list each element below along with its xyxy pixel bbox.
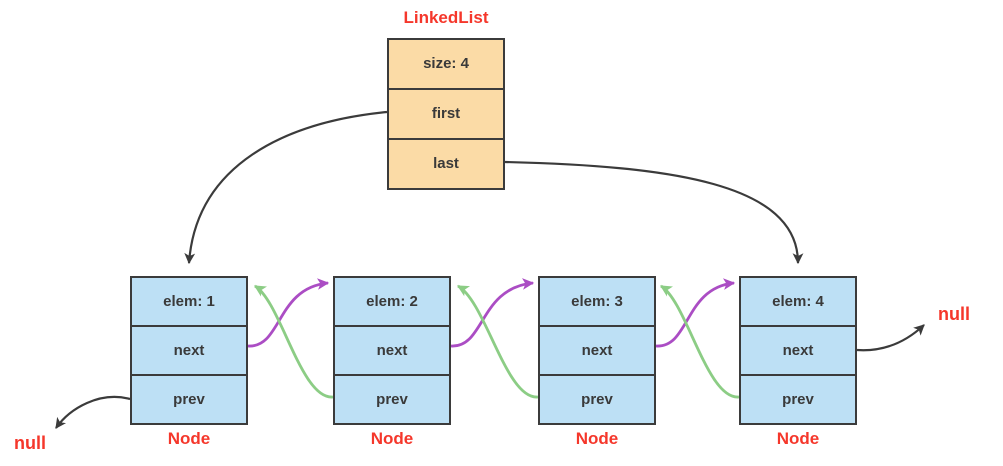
node1-next-cell: next: [132, 325, 246, 374]
node4-prev-cell: prev: [741, 374, 855, 423]
node3-box: elem: 3 next prev: [538, 276, 656, 425]
node2-next-cell: next: [335, 325, 449, 374]
prev-arrow-node2-node1: [254, 284, 334, 399]
next-arrow-node3-node4: [655, 278, 736, 348]
next-arrow-node1-node2: [247, 278, 330, 348]
prev-arrow-node3-node2: [456, 284, 539, 399]
node4-next-to-null-arrow: [856, 324, 925, 352]
node3-elem-cell: elem: 3: [571, 293, 623, 310]
null-label-left: null: [14, 433, 46, 453]
linkedlist-size-cell: size: 4: [423, 55, 469, 72]
linkedlist-last-cell: last: [389, 138, 503, 188]
node2-elem-cell: elem: 2: [366, 293, 418, 310]
node4-next-cell: next: [741, 325, 855, 374]
node1-box: elem: 1 next prev: [130, 276, 248, 425]
node3-next-cell: next: [540, 325, 654, 374]
linkedlist-title: LinkedList: [403, 8, 489, 27]
node2-prev-cell: prev: [335, 374, 449, 423]
node1-label: Node: [167, 429, 211, 448]
last-pointer-arrow: [504, 160, 804, 265]
node1-prev-to-null-arrow: [55, 395, 131, 429]
next-arrow-node2-node3: [450, 278, 535, 348]
node2-label: Node: [370, 429, 414, 448]
prev-arrow-node4-node3: [660, 284, 740, 399]
node2-box: elem: 2 next prev: [333, 276, 451, 425]
null-label-right: null: [938, 304, 970, 324]
node3-label: Node: [575, 429, 619, 448]
first-pointer-arrow: [184, 110, 388, 265]
node4-elem-cell: elem: 4: [772, 293, 824, 310]
node4-label: Node: [776, 429, 820, 448]
linkedlist-box: size: 4 first last: [387, 38, 505, 190]
node1-elem-cell: elem: 1: [163, 293, 215, 310]
node4-box: elem: 4 next prev: [739, 276, 857, 425]
node1-prev-cell: prev: [132, 374, 246, 423]
linkedlist-first-cell: first: [389, 88, 503, 138]
node3-prev-cell: prev: [540, 374, 654, 423]
